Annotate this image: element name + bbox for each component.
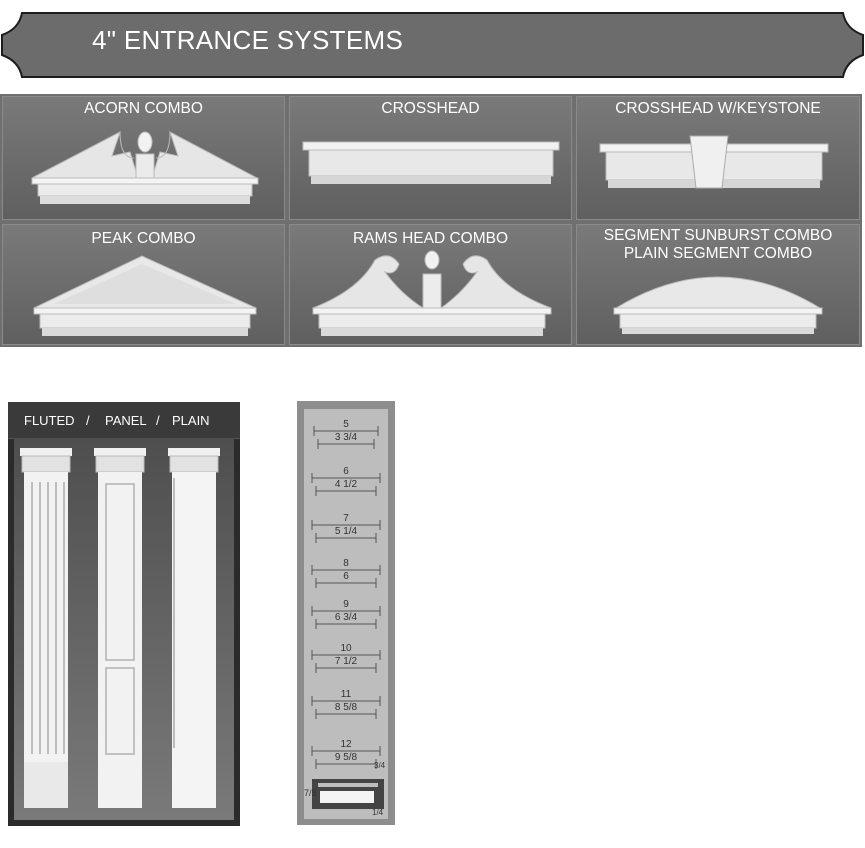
head-segment-combo[interactable]: SEGMENT SUNBURST COMBO PLAIN SEGMENT COM… bbox=[576, 224, 860, 345]
panel-pilaster[interactable] bbox=[94, 448, 146, 808]
size-inner: 3 3/4 bbox=[334, 432, 358, 443]
size-outer: 10 bbox=[340, 643, 352, 654]
pilasters-header: FLUTED / PANEL / PLAIN bbox=[8, 402, 240, 439]
head-crosshead-keystone[interactable]: CROSSHEAD W/KEYSTONE bbox=[576, 96, 860, 220]
rams-head-combo-image bbox=[312, 250, 552, 336]
plain-label: PLAIN bbox=[172, 413, 210, 428]
size-inner: 8 5/8 bbox=[334, 702, 358, 713]
size-row: 9 6 3/4 bbox=[304, 599, 388, 635]
head-label-secondary: PLAIN SEGMENT COMBO bbox=[623, 245, 813, 262]
crosshead-keystone-image bbox=[599, 135, 829, 189]
head-label: CROSSHEAD bbox=[381, 100, 480, 117]
size-outer: 6 bbox=[343, 466, 349, 477]
head-rams-head-combo[interactable]: RAMS HEAD COMBO bbox=[289, 224, 572, 345]
size-inner: 6 bbox=[343, 571, 349, 582]
size-row: 11 8 5/8 bbox=[304, 689, 388, 725]
profile-return-label: 3/4 bbox=[374, 761, 386, 770]
size-row: 10 7 1/2 bbox=[304, 643, 388, 679]
head-crosshead[interactable]: CROSSHEAD bbox=[289, 96, 572, 220]
size-row: 6 4 1/2 bbox=[304, 466, 388, 502]
size-row: 7 5 1/4 bbox=[304, 513, 388, 549]
head-label: RAMS HEAD COMBO bbox=[352, 230, 508, 247]
head-peak-combo[interactable]: PEAK COMBO bbox=[2, 224, 285, 345]
size-row: 8 6 bbox=[304, 558, 388, 594]
plain-pilaster[interactable] bbox=[168, 448, 220, 808]
banner-shape bbox=[1, 12, 864, 78]
size-inner: 5 1/4 bbox=[334, 526, 358, 537]
head-label: CROSSHEAD W/KEYSTONE bbox=[615, 100, 821, 117]
profile-lip-label: 1/4 bbox=[372, 808, 384, 817]
size-row: 5 3 3/4 bbox=[304, 419, 388, 455]
size-outer: 9 bbox=[343, 599, 349, 610]
sizes-panel: 5 3 3/4 6 4 1/2 7 5 1/4 8 6 9 6 3/4 10 7… bbox=[297, 401, 395, 825]
separator: / bbox=[156, 413, 160, 428]
profile-cross-section bbox=[312, 779, 384, 809]
separator: / bbox=[86, 413, 90, 428]
size-outer: 12 bbox=[340, 739, 352, 750]
pilasters-panel: FLUTED / PANEL / PLAIN bbox=[8, 402, 240, 826]
size-outer: 7 bbox=[343, 513, 349, 524]
head-styles-grid: ACORN COMBO CROSSHEAD CROSSHEAD W/KEYSTO… bbox=[0, 94, 862, 347]
panel-label: PANEL bbox=[105, 413, 147, 428]
size-outer: 11 bbox=[340, 689, 352, 700]
size-row: 12 9 5/8 bbox=[304, 739, 388, 775]
segment-combo-image bbox=[613, 276, 823, 334]
head-label: SEGMENT SUNBURST COMBO bbox=[603, 227, 833, 244]
title-banner: 4" ENTRANCE SYSTEMS bbox=[0, 11, 865, 79]
fluted-label: FLUTED bbox=[24, 413, 75, 428]
peak-combo-image bbox=[33, 255, 257, 336]
size-inner: 7 1/2 bbox=[334, 656, 358, 667]
crosshead-image bbox=[302, 141, 560, 184]
head-acorn-combo[interactable]: ACORN COMBO bbox=[2, 96, 285, 220]
size-inner: 9 5/8 bbox=[334, 752, 358, 763]
pilasters-image bbox=[20, 448, 220, 808]
pilasters-display bbox=[14, 438, 234, 820]
head-label: ACORN COMBO bbox=[84, 100, 203, 117]
profile-depth-label: 7/8 bbox=[304, 788, 317, 798]
sizes-chart: 5 3 3/4 6 4 1/2 7 5 1/4 8 6 9 6 3/4 10 7… bbox=[304, 409, 388, 819]
size-outer: 5 bbox=[343, 419, 349, 430]
head-label: PEAK COMBO bbox=[91, 230, 196, 247]
size-inner: 4 1/2 bbox=[334, 479, 358, 490]
page-title: 4" ENTRANCE SYSTEMS bbox=[92, 25, 404, 55]
size-inner: 6 3/4 bbox=[334, 612, 358, 623]
fluted-pilaster[interactable] bbox=[20, 448, 72, 808]
size-outer: 8 bbox=[343, 558, 349, 569]
acorn-combo-image bbox=[31, 130, 259, 204]
